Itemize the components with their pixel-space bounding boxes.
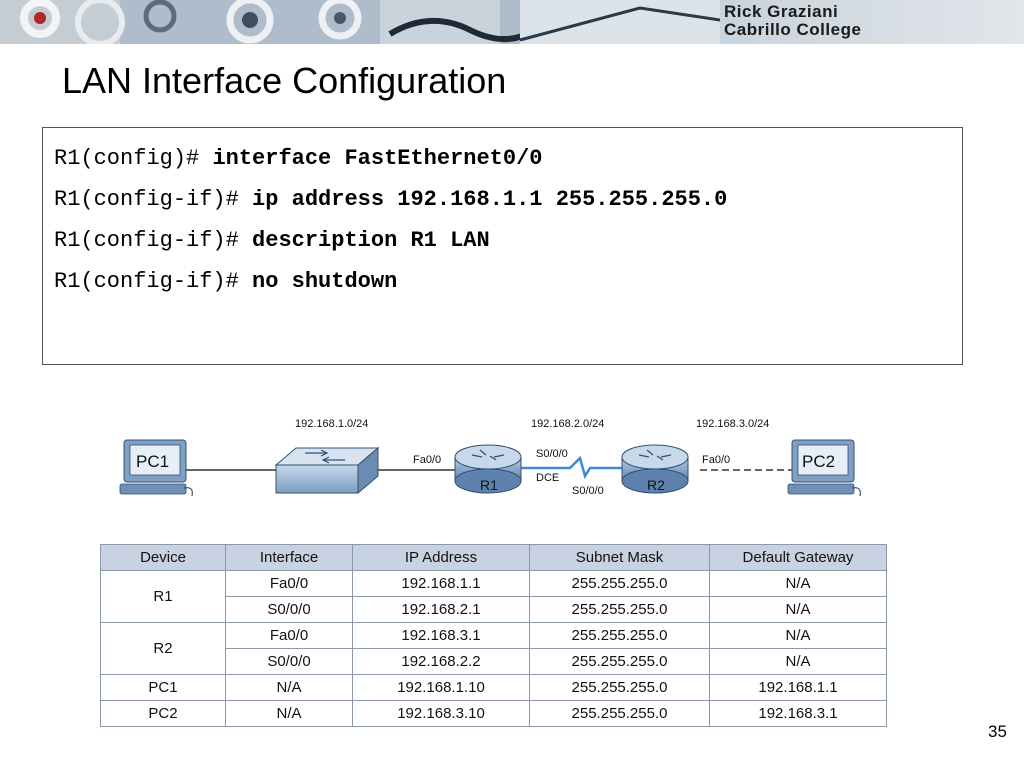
- table-cell: 192.168.1.1: [352, 570, 530, 597]
- router-r2-icon: R2: [621, 444, 689, 494]
- cli-config-box: R1(config)# interface FastEthernet0/0 R1…: [42, 127, 963, 365]
- cli-command: description R1 LAN: [252, 228, 490, 253]
- column-header: IP Address: [352, 544, 530, 571]
- banner-credit: Rick Graziani Cabrillo College: [724, 3, 1020, 39]
- column-header: Device: [100, 544, 226, 571]
- pc2-computer-icon: PC2: [787, 439, 861, 497]
- table-cell: 255.255.255.0: [529, 622, 710, 649]
- table-cell: 255.255.255.0: [529, 674, 710, 701]
- table-cell: 192.168.1.1: [709, 674, 887, 701]
- pc1-computer-icon: PC1: [119, 439, 193, 497]
- table-cell: 192.168.1.10: [352, 674, 530, 701]
- pc1-label: PC1: [136, 452, 169, 471]
- table-cell: N/A: [709, 648, 887, 675]
- table-row: PC1 N/A 192.168.1.10 255.255.255.0 192.1…: [100, 674, 887, 701]
- addressing-table: Device Interface IP Address Subnet Mask …: [100, 544, 887, 727]
- page-number: 35: [988, 722, 1007, 741]
- cli-line: R1(config)# interface FastEthernet0/0: [54, 138, 962, 179]
- table-header-row: Device Interface IP Address Subnet Mask …: [100, 544, 887, 571]
- r2-fa-label: Fa0/0: [702, 454, 730, 466]
- author-name: Rick Graziani: [724, 2, 839, 21]
- table-row: S0/0/0 192.168.2.1 255.255.255.0 N/A: [101, 596, 887, 623]
- network-label: 192.168.2.0/24: [531, 418, 604, 430]
- network-label: 192.168.1.0/24: [295, 418, 368, 430]
- r1-serial-label: S0/0/0: [536, 448, 568, 460]
- header-banner: Rick Graziani Cabrillo College: [0, 0, 1024, 44]
- table-row: R2 Fa0/0 192.168.3.1 255.255.255.0 N/A: [100, 622, 887, 675]
- cli-line: R1(config-if)# no shutdown: [54, 261, 962, 302]
- slide-title: LAN Interface Configuration: [62, 60, 507, 101]
- cli-command: ip address 192.168.1.1 255.255.255.0: [252, 187, 728, 212]
- serial-link-icon: [520, 455, 622, 480]
- table-cell: 255.255.255.0: [529, 648, 710, 675]
- column-header: Interface: [225, 544, 353, 571]
- cli-prompt: R1(config-if)#: [54, 228, 239, 253]
- switch-icon: [274, 446, 380, 495]
- router-r1-icon: R1: [454, 444, 522, 494]
- table-cell: N/A: [225, 700, 353, 727]
- r1-label: R1: [480, 477, 498, 493]
- table-row: PC2 N/A 192.168.3.10 255.255.255.0 192.1…: [100, 700, 887, 727]
- table-cell: N/A: [709, 570, 887, 597]
- table-cell: N/A: [225, 674, 353, 701]
- cli-prompt: R1(config)#: [54, 146, 200, 171]
- cli-line: R1(config-if)# description R1 LAN: [54, 220, 962, 261]
- institution-name: Cabrillo College: [724, 20, 862, 39]
- cli-command: interface FastEthernet0/0: [212, 146, 543, 171]
- dce-label: DCE: [536, 472, 559, 484]
- banner-decorative-image: [0, 0, 720, 44]
- table-cell: N/A: [709, 596, 887, 623]
- table-cell: S0/0/0: [225, 596, 353, 623]
- table-cell: N/A: [709, 622, 887, 649]
- table-cell: 255.255.255.0: [529, 570, 710, 597]
- column-header: Subnet Mask: [529, 544, 710, 571]
- table-cell: 255.255.255.0: [529, 700, 710, 727]
- cli-line: R1(config-if)# ip address 192.168.1.1 25…: [54, 179, 962, 220]
- table-cell: S0/0/0: [225, 648, 353, 675]
- cli-command: no shutdown: [252, 269, 398, 294]
- r2-serial-label: S0/0/0: [572, 485, 604, 497]
- column-header: Default Gateway: [709, 544, 887, 571]
- device-cell: R1: [100, 570, 226, 623]
- device-cell: PC2: [100, 700, 226, 727]
- pc2-label: PC2: [802, 452, 835, 471]
- table-cell: 192.168.3.1: [709, 700, 887, 727]
- table-row: S0/0/0 192.168.2.2 255.255.255.0 N/A: [101, 648, 887, 675]
- device-cell: R2: [100, 622, 226, 675]
- table-cell: 192.168.2.2: [352, 648, 530, 675]
- table-cell: 192.168.3.10: [352, 700, 530, 727]
- table-cell: Fa0/0: [225, 622, 353, 649]
- table-cell: Fa0/0: [225, 570, 353, 597]
- cli-prompt: R1(config-if)#: [54, 187, 239, 212]
- cli-prompt: R1(config-if)#: [54, 269, 239, 294]
- r1-fa-label: Fa0/0: [413, 454, 441, 466]
- table-cell: 192.168.3.1: [352, 622, 530, 649]
- table-row: R1 Fa0/0 192.168.1.1 255.255.255.0 N/A: [100, 570, 887, 623]
- r2-label: R2: [647, 477, 665, 493]
- table-cell: 192.168.2.1: [352, 596, 530, 623]
- network-label: 192.168.3.0/24: [696, 418, 769, 430]
- network-topology-diagram: 192.168.1.0/24 192.168.2.0/24 192.168.3.…: [119, 418, 861, 497]
- table-cell: 255.255.255.0: [529, 596, 710, 623]
- device-cell: PC1: [100, 674, 226, 701]
